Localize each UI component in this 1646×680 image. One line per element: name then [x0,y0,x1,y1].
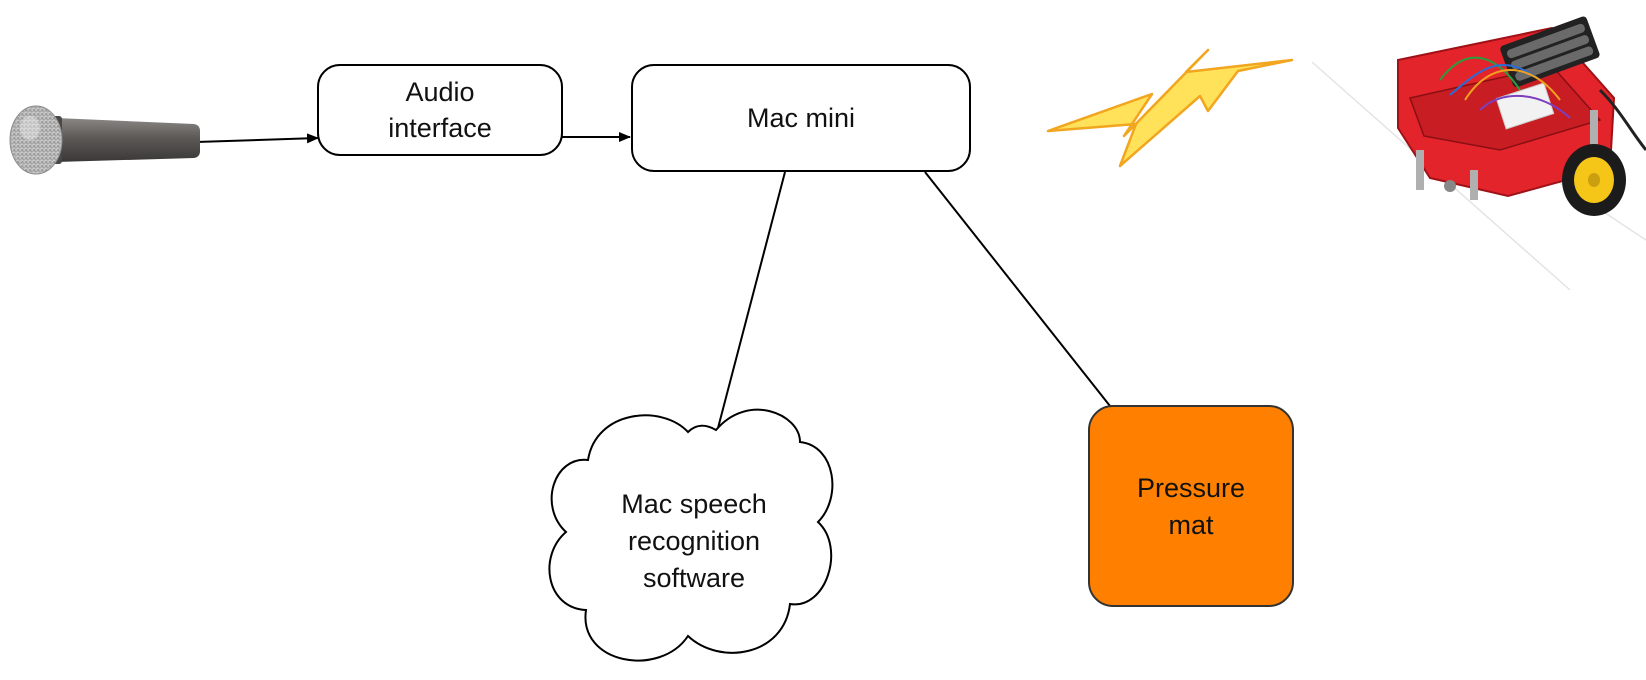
audio-interface-box: Audio interface [317,64,563,156]
mac-mini-box: Mac mini [631,64,971,172]
speech-software-label-line1: Mac speech [621,489,767,519]
pressure-mat-label-line1: Pressure [1137,473,1245,503]
mac-mini-label: Mac mini [747,103,855,133]
microphone-icon [9,105,200,175]
audio-interface-label-line2: interface [388,113,492,143]
speech-software-label-line2: recognition [628,526,760,556]
lightning-bolt-icon [1046,48,1294,168]
pressure-mat-label-line2: mat [1168,510,1214,540]
speech-software-cloud: Mac speech recognition software [548,408,834,662]
audio-interface-label-line1: Audio [405,77,474,107]
mic-to-audio-arrow [195,133,319,144]
pressure-mat-box: Pressure mat [1088,405,1294,607]
speech-software-label-line3: software [643,563,745,593]
robot-car-icon [1311,16,1646,291]
macmini-to-pressure-line [924,171,1111,407]
macmini-to-speech-line [717,171,786,429]
